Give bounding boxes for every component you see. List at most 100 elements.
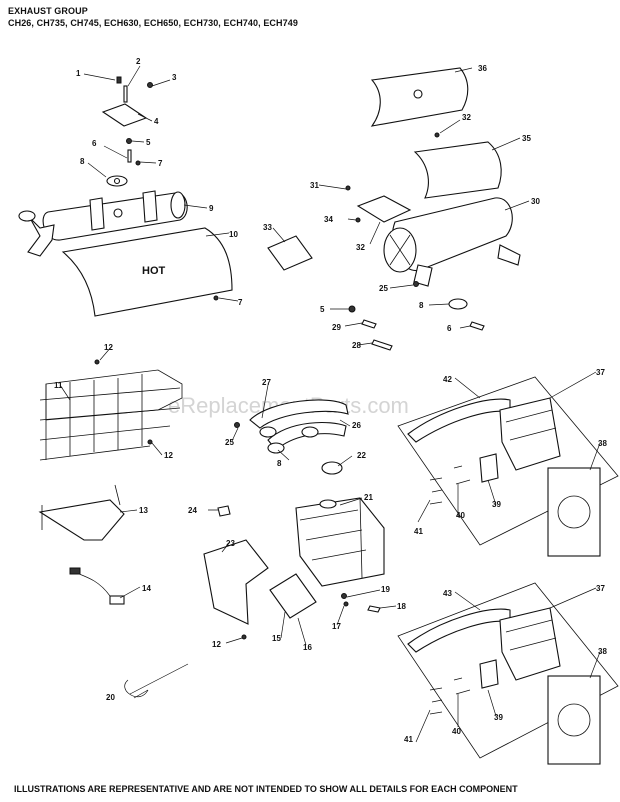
screw xyxy=(345,185,351,191)
callout-37: 37 xyxy=(596,584,605,593)
nut xyxy=(341,593,347,599)
outlet-pipe xyxy=(497,244,521,266)
callout-28: 28 xyxy=(352,341,361,350)
callout-15: 15 xyxy=(272,634,281,643)
sensor-body xyxy=(109,595,125,605)
kit-fasteners xyxy=(429,465,471,505)
kit-outline xyxy=(397,376,619,546)
callout-29: 29 xyxy=(332,323,341,332)
kit-pipe xyxy=(407,398,511,443)
callout-20: 20 xyxy=(106,693,115,702)
callout-7: 7 xyxy=(238,298,243,307)
washer xyxy=(343,601,349,607)
shield-hole xyxy=(413,89,423,99)
callout-30: 30 xyxy=(531,197,540,206)
callout-3: 3 xyxy=(172,73,177,82)
nut xyxy=(126,138,132,144)
gasket xyxy=(301,426,319,438)
callout-18: 18 xyxy=(397,602,406,611)
callout-13: 13 xyxy=(139,506,148,515)
screw xyxy=(434,132,440,138)
muffler-assembly-left: HOT xyxy=(18,76,233,317)
callout-12: 12 xyxy=(212,640,221,649)
screw xyxy=(213,295,219,301)
guard-bracket xyxy=(38,499,125,541)
nut xyxy=(413,281,419,287)
mounting-bracket xyxy=(267,235,313,271)
bolt xyxy=(116,76,122,84)
callout-19: 19 xyxy=(381,585,390,594)
callout-32: 32 xyxy=(356,243,365,252)
callout-40: 40 xyxy=(452,727,461,736)
callout-41: 41 xyxy=(404,735,413,744)
exhaust-pipe-lower xyxy=(267,422,347,451)
callout-26: 26 xyxy=(352,421,361,430)
screw xyxy=(94,359,100,365)
callout-4: 4 xyxy=(154,117,159,126)
screw xyxy=(135,160,141,166)
kit-guard xyxy=(547,467,601,557)
callout-22: 22 xyxy=(357,451,366,460)
callout-17: 17 xyxy=(332,622,341,631)
callout-23: 23 xyxy=(226,539,235,548)
callout-11: 11 xyxy=(54,381,63,390)
callout-5: 5 xyxy=(320,305,325,314)
muffler-strap xyxy=(142,190,158,223)
guard-rails xyxy=(39,387,181,461)
callout-leaders xyxy=(59,65,601,743)
callout-35: 35 xyxy=(522,134,531,143)
callout-38: 38 xyxy=(598,647,607,656)
gasket xyxy=(267,442,285,454)
guard-bars xyxy=(45,374,143,460)
callout-12: 12 xyxy=(104,343,113,352)
gasket xyxy=(259,426,277,438)
callout-9: 9 xyxy=(209,204,214,213)
screw xyxy=(355,217,361,223)
callout-8: 8 xyxy=(80,157,85,166)
kit-outline xyxy=(397,582,619,759)
muffler-body xyxy=(295,497,385,587)
center-muffler xyxy=(203,497,385,640)
kit-42 xyxy=(397,376,619,557)
callout-37: 37 xyxy=(596,368,605,377)
muffler-strap xyxy=(89,197,105,231)
callout-16: 16 xyxy=(303,643,312,652)
muffler-outlet xyxy=(319,499,337,509)
guard-assembly xyxy=(38,359,183,541)
nut xyxy=(234,422,240,428)
inlet-pipe xyxy=(413,264,433,287)
callout-1: 1 xyxy=(76,69,81,78)
clamp xyxy=(321,461,343,475)
disclaimer-footer: ILLUSTRATIONS ARE REPRESENTATIVE AND ARE… xyxy=(14,784,518,794)
inlet-flange xyxy=(18,210,36,222)
muffler-end-cap xyxy=(170,191,186,219)
screw xyxy=(367,605,381,613)
exhaust-pipes xyxy=(217,399,349,517)
callout-36: 36 xyxy=(478,64,487,73)
callout-38: 38 xyxy=(598,439,607,448)
callout-25: 25 xyxy=(379,284,388,293)
callout-21: 21 xyxy=(364,493,373,502)
heat-shield xyxy=(61,227,233,317)
callout-2: 2 xyxy=(136,57,141,66)
callout-31: 31 xyxy=(310,181,319,190)
kit-guard-opening xyxy=(557,703,591,737)
callout-5: 5 xyxy=(146,138,151,147)
callout-8: 8 xyxy=(419,301,424,310)
callout-8: 8 xyxy=(277,459,282,468)
callout-34: 34 xyxy=(324,215,333,224)
clip xyxy=(361,319,377,329)
cable-tie xyxy=(124,663,189,697)
stud xyxy=(127,149,132,163)
kit-muffler xyxy=(499,607,561,681)
callout-33: 33 xyxy=(263,223,272,232)
sensor-connector xyxy=(69,567,81,575)
callout-24: 24 xyxy=(188,506,197,515)
muffler-outlet xyxy=(113,208,123,218)
callout-32: 32 xyxy=(462,113,471,122)
callout-42: 42 xyxy=(443,375,452,384)
model-list: CH26, CH735, CH745, ECH630, ECH650, ECH7… xyxy=(8,18,298,28)
gasket xyxy=(448,298,468,310)
callout-43: 43 xyxy=(443,589,452,598)
